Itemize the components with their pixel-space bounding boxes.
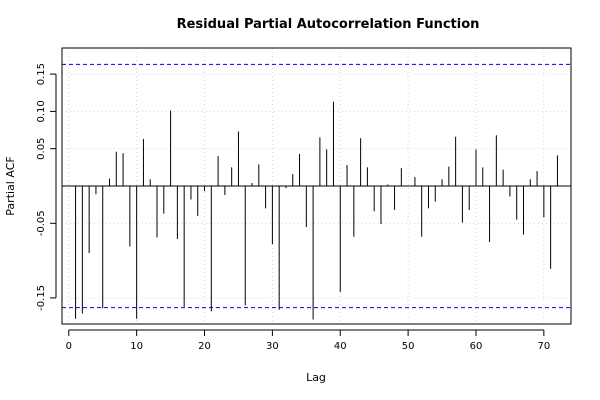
y-tick-label: 0.10 [36,100,47,122]
pacf-bars [75,101,558,320]
plot-frame [61,47,572,325]
confidence-bounds [62,63,571,309]
x-tick-label: 70 [537,341,550,352]
chart-title: Residual Partial Autocorrelation Functio… [177,17,480,32]
x-axis: 0 10 20 30 40 50 60 70 [66,329,550,352]
grid-lines [62,48,571,324]
y-axis-label: Partial ACF [4,156,17,215]
y-tick-label: -0.05 [36,210,47,236]
x-tick-label: 40 [334,341,347,352]
x-tick-label: 10 [130,341,143,352]
x-tick-label: 0 [66,341,72,352]
x-tick-label: 30 [266,341,279,352]
x-tick-label: 20 [198,341,211,352]
y-tick-label: -0.15 [36,285,47,311]
x-tick-label: 60 [470,341,483,352]
y-tick-label: 0.15 [36,63,47,85]
y-axis: -0.15 -0.05 0.05 0.10 0.15 [36,63,57,311]
x-axis-label: Lag [306,371,326,384]
x-tick-label: 50 [402,341,415,352]
y-tick-label: 0.05 [36,138,47,160]
